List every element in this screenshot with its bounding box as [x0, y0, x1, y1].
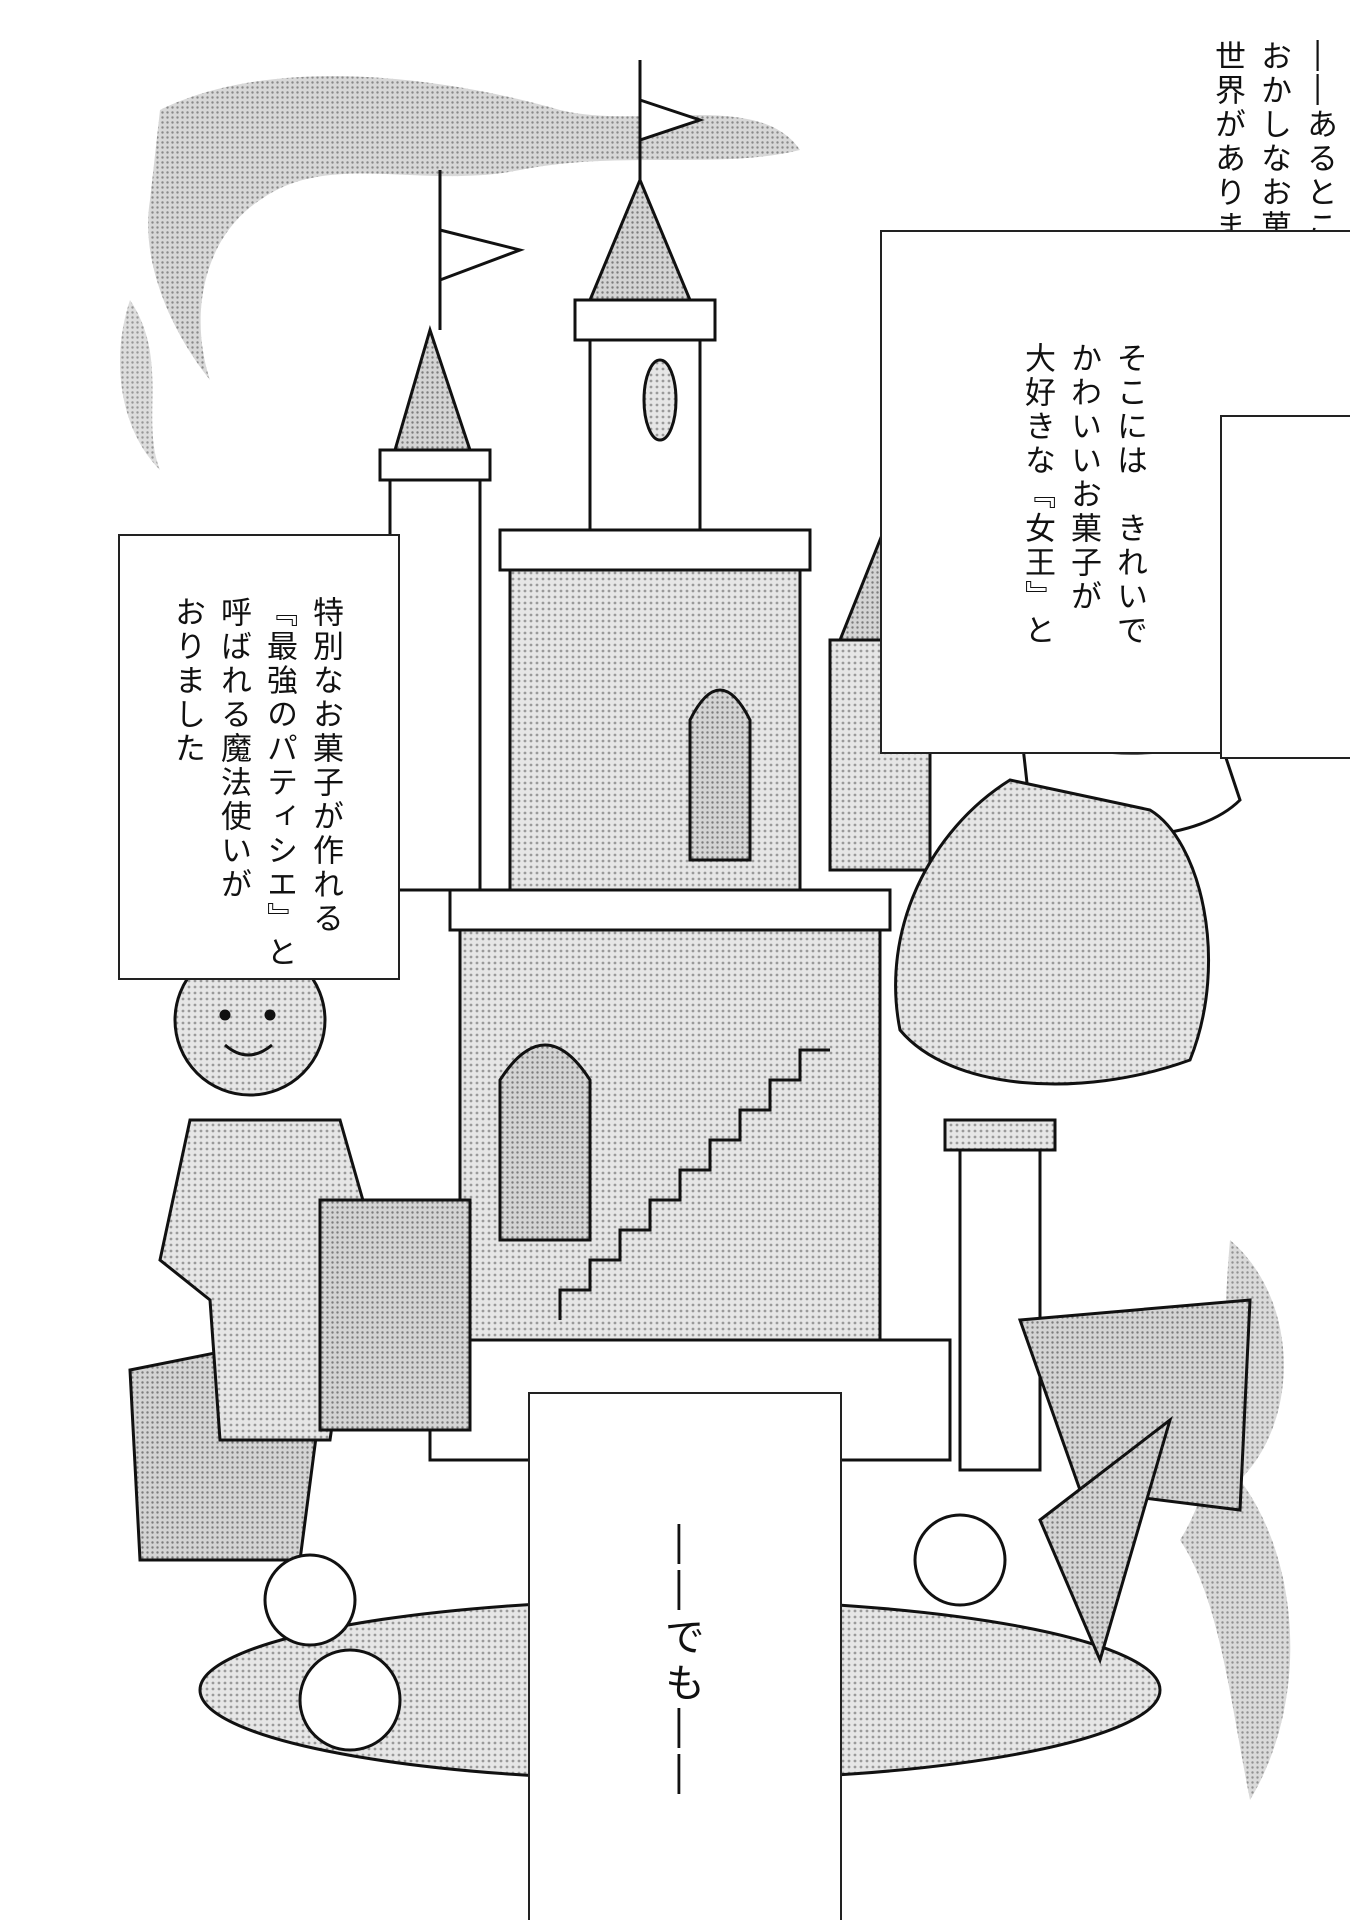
- castle: [378, 60, 1057, 1472]
- narration-box-4: ――でも――: [528, 1392, 842, 1920]
- narration-text-2: そこには きれいで かわいいお菓子が 大好きな『女王』と: [1019, 342, 1147, 648]
- narration-box-3: 特別なお菓子が作れる 『最強のパティシエ』と 呼ばれる魔法使いが おりました: [118, 534, 400, 980]
- sparkle-swirl-lower: [1180, 1240, 1291, 1800]
- narration-text-4: ――でも――: [658, 1524, 704, 1800]
- lace-cookie-right: [1017, 1298, 1252, 1512]
- sparkle-swirl: [148, 76, 801, 380]
- narration-text-3: 特別なお菓子が作れる 『最強のパティシエ』と 呼ばれる魔法使いが おりました: [169, 596, 343, 970]
- narration-panel-edge: [1220, 415, 1350, 759]
